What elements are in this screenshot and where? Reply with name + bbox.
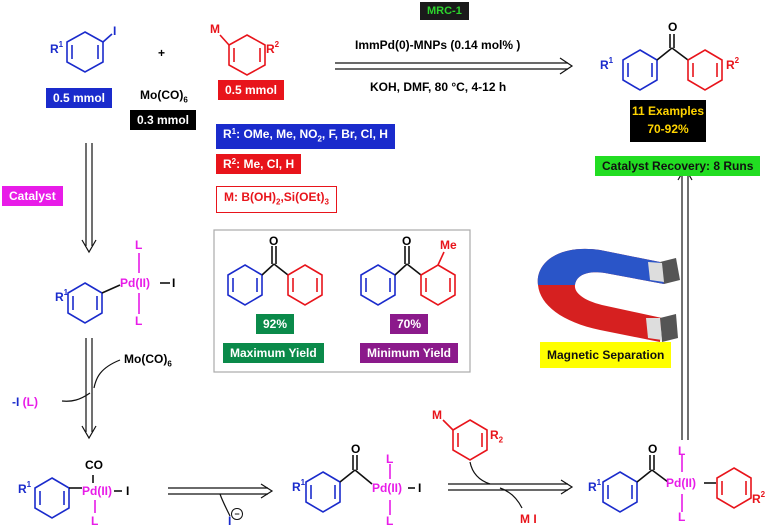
max-yield-value: 92% [256, 314, 295, 334]
max-yield-label: Maximum Yield [223, 343, 324, 363]
main-reaction-arrow [335, 57, 574, 75]
organometal-amount: 0.5 mmol [218, 80, 285, 100]
min-yield-label: Minimum Yield [360, 343, 459, 363]
aryl-iodide-structure [66, 31, 113, 73]
magnetic-separation-label: Magnetic Separation [540, 342, 672, 368]
pd-l-bottom-3: L [386, 514, 394, 528]
bottom-arrow-2 [448, 461, 574, 509]
pd-iodo-2: I [126, 484, 130, 498]
catalyst-text: ImmPd(0)-MNPs (0.14 mol% ) [355, 38, 521, 52]
methyl-label: Me [440, 238, 457, 252]
max-yield-structure [227, 246, 323, 306]
byproduct: M I [520, 512, 537, 526]
r2-scope: R2: Me, Cl, H [216, 154, 302, 174]
acyl-middle-o: O [351, 442, 361, 456]
co-amount: 0.3 mmol [130, 110, 197, 130]
cycle-arrow-down-2 [61, 338, 121, 440]
final-r1: R1 [588, 478, 602, 494]
organometal-structure [219, 34, 266, 76]
pd-iodo-1: I [172, 276, 176, 290]
co-reagent: Mo(CO)6 [140, 88, 188, 105]
co-reagent-cycle: Mo(CO)6 [124, 352, 172, 369]
r1-scope: R1: OMe, Me, NO2, F, Br, Cl, H [216, 124, 395, 150]
acyl-left-r1: R1 [18, 480, 32, 496]
plus-sign: + [158, 46, 166, 60]
pd-l-top-3: L [386, 452, 394, 466]
m-scope: M: B(OH)2,Si(OEt)3 [216, 186, 337, 214]
aryl-iodide-amount: 0.5 mmol [46, 88, 113, 108]
organometal-m-label: M [210, 22, 220, 36]
cycle-arrow-up [677, 166, 693, 440]
product-structure [622, 34, 723, 91]
acyl-pd-complex-left [34, 475, 122, 519]
co-ligand: CO [85, 458, 103, 472]
yield-range: 70-92% [647, 122, 689, 136]
leaving-ligand: -I (L) [12, 395, 38, 409]
min-yield-structure [360, 246, 456, 306]
product-r1-label: R1 [600, 56, 614, 72]
pd-l-top-4: L [678, 444, 686, 458]
pd-center-4: Pd(II) [666, 476, 696, 490]
catalyst-label: Catalyst [2, 186, 63, 206]
organometal-r2-label: R2 [266, 40, 280, 56]
final-r2: R2 [752, 490, 766, 506]
final-o: O [648, 442, 658, 456]
acyl-pd-aryl-complex [602, 455, 752, 513]
cycle-arrow-down-1 [81, 143, 97, 254]
aryl-pd-complex [67, 253, 170, 324]
pd-center-1: Pd(II) [120, 276, 150, 290]
max-yield-o: O [269, 234, 279, 248]
product-o-label: O [668, 20, 678, 34]
min-yield-value: 70% [390, 314, 429, 334]
bottom-organometal [442, 419, 488, 461]
examples-count: 11 Examples [631, 104, 705, 118]
pd-l-top: L [135, 238, 143, 252]
aryl-iodo-label: I [113, 24, 117, 38]
aryl-r1-label: R1 [50, 40, 64, 56]
iodide-ion: I− [228, 508, 243, 528]
bottom-m-label: M [432, 408, 442, 422]
min-yield-o: O [402, 234, 412, 248]
pd-l-bottom-4: L [678, 510, 686, 524]
magnet-icon [537, 248, 680, 342]
aryl-pd-r1: R1 [55, 288, 69, 304]
pd-center-3: Pd(II) [372, 481, 402, 495]
recovery-badge: Catalyst Recovery: 8 Runs [595, 156, 761, 176]
results-badge: 11 Examples 70-92% [630, 100, 706, 142]
pd-iodo-3: I [418, 481, 422, 495]
catalyst-code-badge: MRC-1 [420, 2, 469, 20]
acyl-pd-complex-middle [305, 455, 415, 515]
pd-l-bottom: L [135, 314, 143, 328]
pd-center-2: Pd(II) [82, 484, 112, 498]
acyl-middle-r1: R1 [292, 478, 306, 494]
pd-l-bottom-2: L [91, 514, 99, 528]
bottom-r2-label: R2 [490, 428, 504, 445]
bottom-arrow-1 [168, 483, 274, 517]
product-r2-label: R2 [726, 56, 740, 72]
conditions-text: KOH, DMF, 80 °C, 4-12 h [370, 80, 507, 94]
